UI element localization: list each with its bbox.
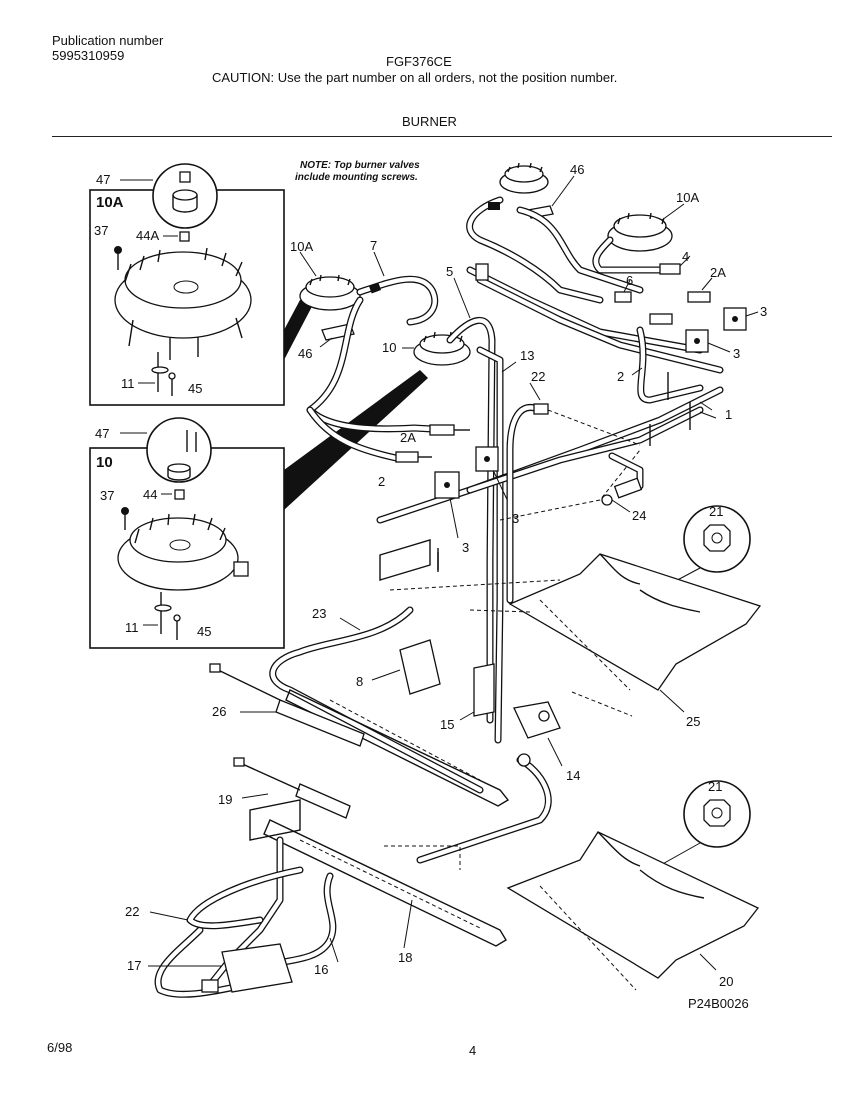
callout-10A-right: 10A — [676, 190, 699, 205]
callout-13: 13 — [520, 348, 534, 363]
heat-shield-lower — [506, 780, 760, 991]
callout-3-right-2: 3 — [733, 346, 740, 361]
section-title: BURNER — [402, 114, 457, 129]
callout-8: 8 — [356, 674, 363, 689]
callout-2-right: 2 — [617, 369, 624, 384]
callout-10A-mid: 10A — [290, 239, 313, 254]
callout-21-bottom: 21 — [708, 779, 722, 794]
callout-45-bottom: 45 — [197, 624, 211, 639]
callout-4: 4 — [682, 249, 689, 264]
callout-45-top: 45 — [188, 381, 202, 396]
callout-44A: 44A — [136, 228, 159, 243]
callout-21-top: 21 — [709, 504, 723, 519]
callout-17: 17 — [127, 958, 141, 973]
callout-15: 15 — [440, 717, 454, 732]
upper-right-burner-assembly — [437, 162, 759, 572]
callout-2A-right: 2A — [710, 265, 726, 280]
callout-11-bottom: 11 — [125, 620, 139, 635]
callout-46-mid: 46 — [298, 346, 312, 361]
callout-3-right: 3 — [760, 304, 767, 319]
note-line-1: NOTE: Top burner valves — [300, 160, 420, 171]
callout-20: 20 — [719, 974, 733, 989]
callout-26: 26 — [212, 704, 226, 719]
footer-date: 6/98 — [47, 1040, 73, 1055]
inset-pointer-10A — [284, 295, 318, 360]
callout-37-top: 37 — [94, 223, 108, 238]
callout-2A-mid: 2A — [400, 430, 416, 445]
callout-5: 5 — [446, 264, 453, 279]
callout-22-top: 22 — [531, 369, 545, 384]
page-number: 4 — [469, 1043, 477, 1058]
callout-24: 24 — [632, 508, 646, 523]
callout-10-box: 10 — [96, 454, 113, 471]
callout-46-top: 46 — [570, 162, 584, 177]
publication-number: 5995310959 — [52, 48, 125, 63]
callout-10-mid: 10 — [382, 340, 396, 355]
model-number: FGF376CE — [386, 54, 452, 69]
callout-2-mid: 2 — [378, 474, 385, 489]
header-divider — [52, 136, 832, 137]
callout-47-bottom: 47 — [95, 426, 109, 441]
callout-16: 16 — [314, 962, 328, 977]
inset-burner-10: 10 47 44 37 11 45 — [89, 417, 285, 649]
inset-burner-10A: 10A 47 44A 37 11 45 — [89, 163, 285, 406]
callout-7: 7 — [370, 238, 377, 253]
callout-25: 25 — [686, 714, 700, 729]
caution-text: CAUTION: Use the part number on all orde… — [212, 70, 618, 85]
callout-14: 14 — [566, 768, 580, 783]
callout-1: 1 — [725, 407, 732, 422]
publication-label: Publication number — [52, 33, 164, 48]
callout-11-top: 11 — [121, 376, 135, 391]
callout-22-bottom: 22 — [125, 904, 139, 919]
callout-18: 18 — [398, 950, 412, 965]
callout-10A-box: 10A — [96, 194, 124, 211]
callout-6: 6 — [626, 273, 633, 288]
lower-burner-assembly — [148, 606, 633, 998]
callout-23: 23 — [312, 606, 326, 621]
callout-37-bottom: 37 — [100, 488, 114, 503]
inset-pointer-10 — [284, 370, 428, 510]
diagram-code: P24B0026 — [688, 996, 749, 1011]
upper-burner-assembly — [299, 251, 724, 744]
callout-47-top: 47 — [96, 172, 110, 187]
callout-44: 44 — [143, 487, 157, 502]
callout-19: 19 — [218, 792, 232, 807]
callout-3-mid: 3 — [512, 511, 519, 526]
note-line-2: include mounting screws. — [295, 172, 418, 183]
callout-3-low: 3 — [462, 540, 469, 555]
heat-shield-upper — [469, 505, 762, 713]
